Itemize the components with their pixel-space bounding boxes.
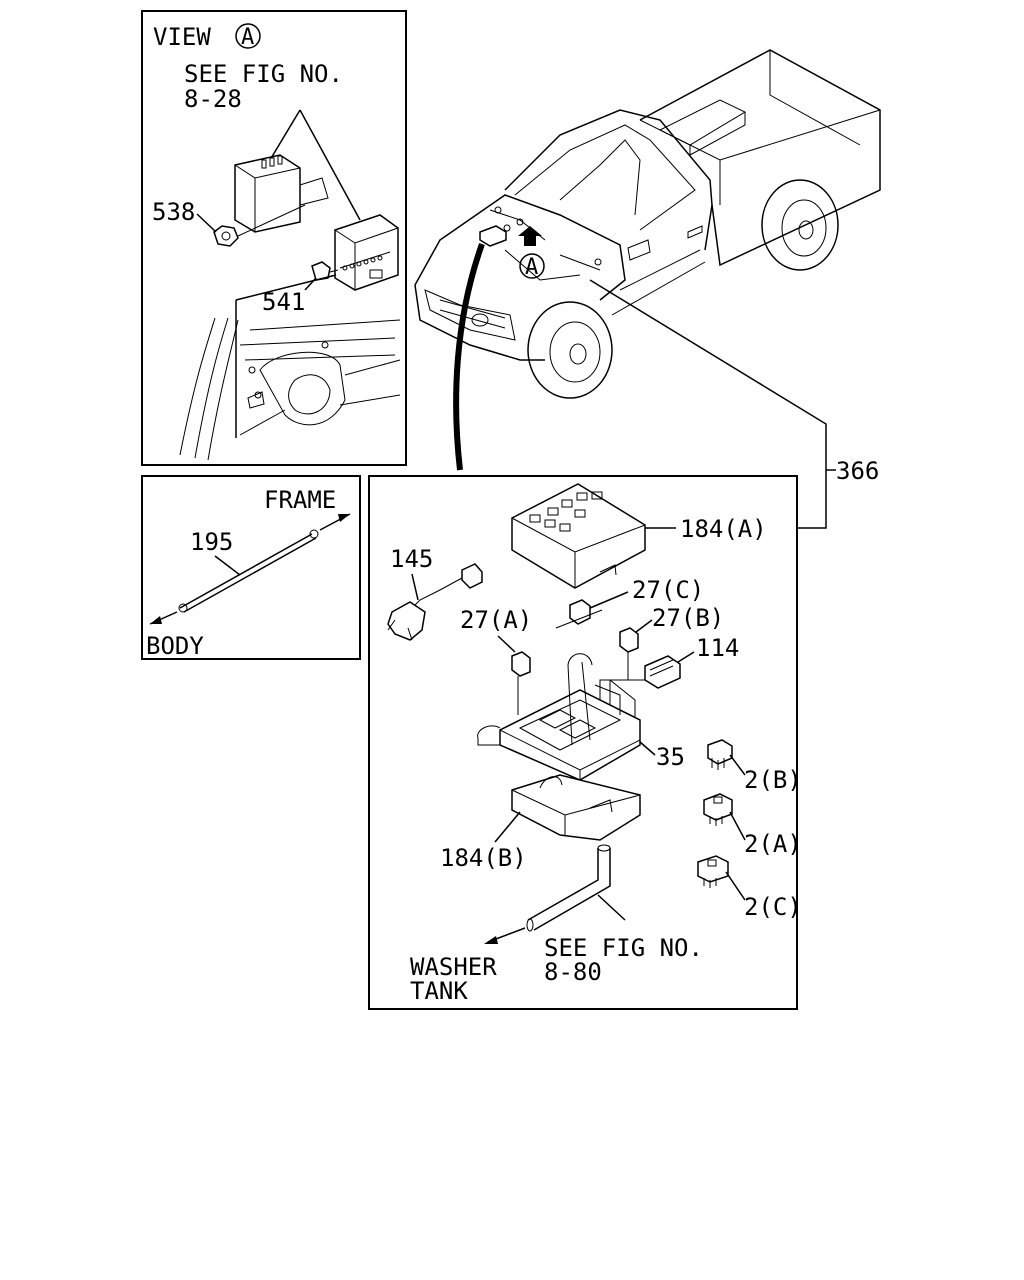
body-label: BODY: [146, 632, 204, 660]
fuse-box-35: [477, 653, 641, 781]
callout-538: 538: [152, 198, 195, 226]
washer-label-line2: TANK: [410, 977, 468, 1005]
cover-bottom: [511, 774, 641, 841]
fuse-27a: [511, 651, 531, 677]
washer-see-fig-line1: SEE FIG NO.: [544, 934, 703, 962]
relay-2a: [703, 793, 733, 826]
washer-see-fig-line2: 8-80: [544, 958, 602, 986]
view-a-panel: VIEW A SEE FIG NO. 8-28: [141, 10, 407, 466]
leader-washer: [597, 894, 626, 921]
callout-2a: 2(A): [744, 830, 802, 858]
fuse-panel-frame: [368, 475, 798, 1010]
view-see-fig-line2: 8-28: [184, 85, 242, 113]
relay-2b: [707, 739, 733, 770]
leader-195: [214, 555, 241, 576]
arrow-body-icon: [150, 616, 162, 624]
callout-184a: 184(A): [680, 515, 767, 543]
view-circle: [235, 23, 261, 49]
control-unit-right: [334, 214, 399, 291]
callout-114: 114: [696, 634, 739, 662]
fuse-27b: [619, 627, 639, 653]
truck-cab-window: [514, 124, 696, 231]
callout-35: 35: [656, 743, 685, 771]
callout-145: 145: [390, 545, 433, 573]
rear-wheel: [761, 179, 839, 271]
truck-fuse-box: [479, 225, 507, 247]
relay-2c: [697, 855, 729, 888]
truck-bed-inner: [639, 50, 881, 205]
leader-538: [196, 213, 217, 233]
ground-cable-a: [179, 533, 313, 609]
leader-366: [589, 279, 827, 529]
ground-cable-panel: FRAME BODY 195: [141, 475, 361, 660]
callout-2b: 2(B): [744, 766, 802, 794]
callout-366: 366: [836, 457, 879, 485]
ground-frame: [141, 475, 361, 660]
leader-to-fuse-panel: [453, 242, 485, 471]
callout-195: 195: [190, 528, 233, 556]
callout-27a: 27(A): [460, 606, 532, 634]
truck-cab-outline: [504, 109, 713, 251]
truck-view-letter: A: [525, 255, 538, 280]
body-outline: [235, 274, 337, 438]
door-handle: [687, 225, 703, 239]
view-a-frame: [141, 10, 407, 466]
arrow-washer-icon: [484, 936, 498, 944]
fuse-27c: [555, 599, 603, 629]
callout-27c: 27(C): [632, 576, 704, 604]
ground-cable-b: [183, 537, 317, 613]
callout-27b: 27(B): [652, 604, 724, 632]
body-panel-lines: [239, 319, 401, 361]
truck-hood: [414, 194, 626, 301]
view-circle-letter: A: [241, 25, 254, 50]
truck-bed-box: [658, 99, 747, 146]
view-arrow-icon: [518, 226, 542, 246]
callout-2c: 2(C): [744, 893, 802, 921]
truck-front-lower: [414, 284, 545, 361]
body-pillar: [179, 317, 239, 461]
callout-541: 541: [262, 288, 305, 316]
truck-view-circle: [519, 253, 545, 279]
bracket-shape: [259, 351, 346, 426]
frame-label: FRAME: [264, 486, 336, 514]
harness-lines: [489, 209, 601, 281]
fuse-relay-panel: 184(A) 145 27(C) 27(A) 27(B): [368, 475, 802, 1010]
truck-side-lines: [611, 249, 706, 316]
truck-grille: [424, 289, 516, 341]
view-leader-lines: [269, 109, 361, 221]
body-brace: [239, 359, 401, 436]
front-wheel: [527, 301, 613, 399]
arrow-frame-icon: [338, 514, 350, 522]
harness-145: [387, 563, 483, 641]
washer-hose: [526, 844, 611, 932]
pickup-truck: A 366: [414, 49, 881, 529]
mirror: [627, 239, 651, 261]
truck-windshield: [559, 139, 641, 216]
relay-block-114: [644, 655, 681, 689]
control-unit-left: [234, 154, 329, 233]
washer-label-line1: WASHER: [410, 953, 497, 981]
bracket-hole: [288, 374, 331, 415]
view-title: VIEW: [153, 23, 211, 51]
view-see-fig-line1: SEE FIG NO.: [184, 60, 343, 88]
cover-top: [511, 483, 646, 589]
nut-538: [213, 204, 306, 247]
callout-184b: 184(B): [440, 844, 527, 872]
truck-bed-outline: [639, 49, 881, 267]
